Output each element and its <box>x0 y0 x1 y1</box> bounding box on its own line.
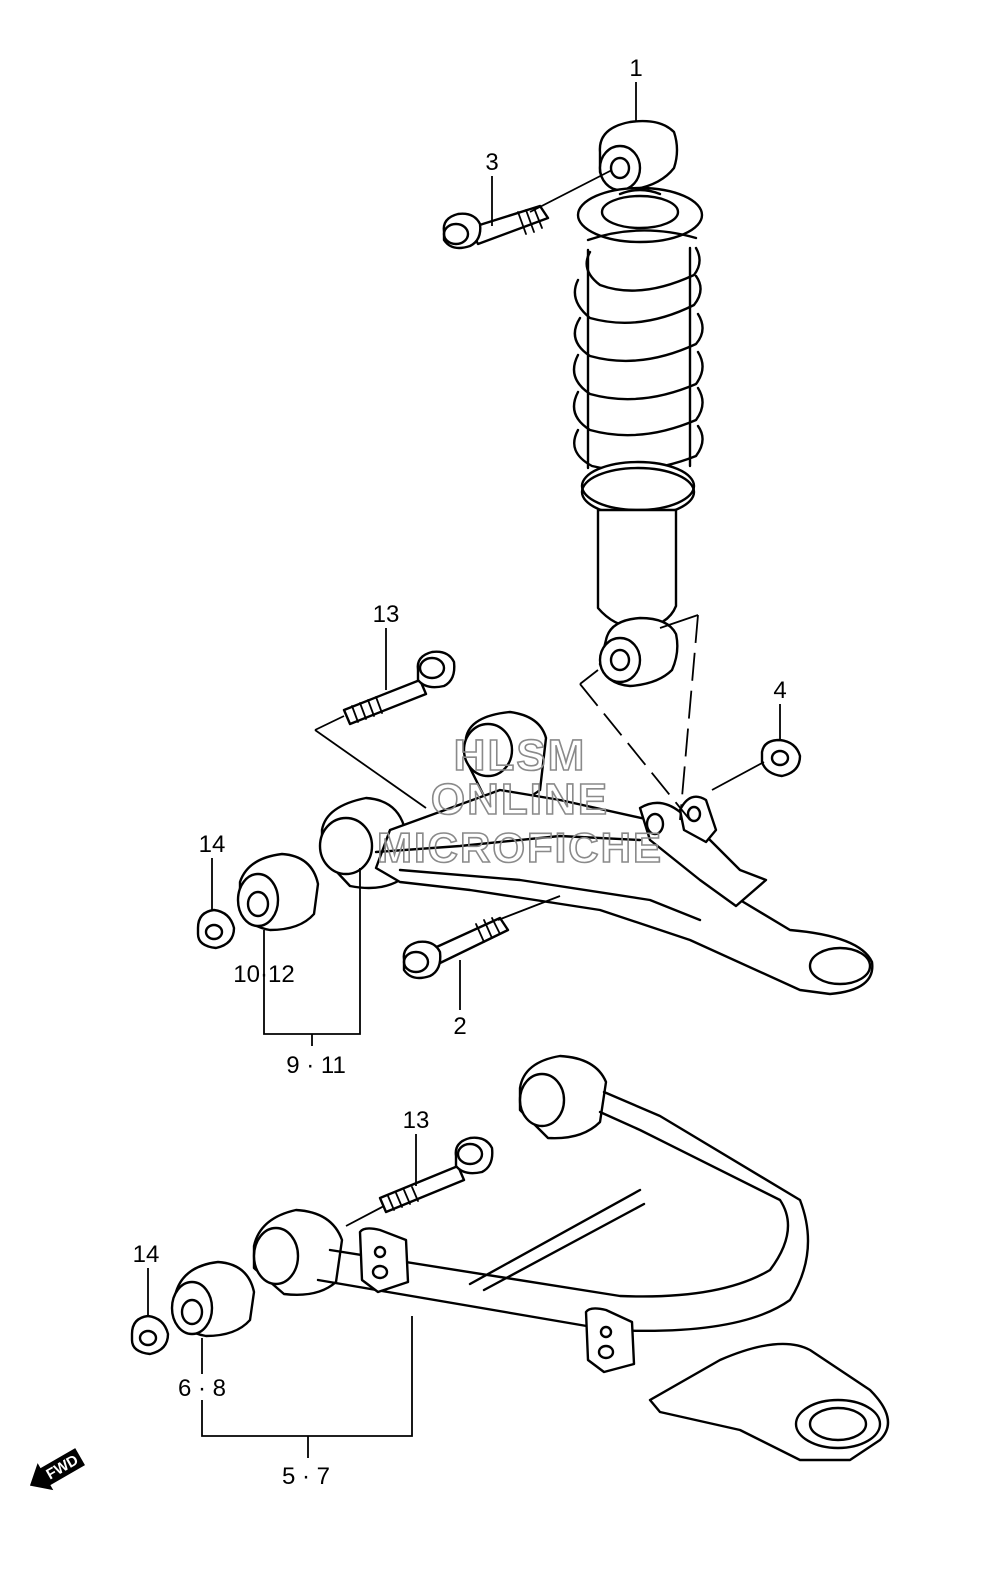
callout-14-lower: 14 <box>133 1241 160 1268</box>
shock-absorber <box>572 119 704 688</box>
callout-4: 4 <box>773 677 786 704</box>
watermark-line-1: HLSM <box>454 731 587 780</box>
callout-14-upper: 14 <box>199 831 226 858</box>
bolt-part-3 <box>442 204 550 250</box>
watermark: HLSM ONLINE MICROFICHE <box>376 730 663 872</box>
callout-1: 1 <box>629 55 642 82</box>
fwd-arrow-icon: FWD <box>29 1448 85 1491</box>
callout-10-12: 10·12 <box>233 961 294 988</box>
bolt-part-2 <box>402 916 510 980</box>
callout-2: 2 <box>453 1013 466 1040</box>
callout-13-lower: 13 <box>403 1107 430 1134</box>
lower-a-arm <box>252 1054 890 1462</box>
nut-part-4 <box>760 738 802 778</box>
bushing-part-10-12 <box>236 852 320 932</box>
nut-part-14-lower <box>130 1314 170 1356</box>
watermark-line-2: ONLINE <box>431 775 609 824</box>
callout-3: 3 <box>485 149 498 176</box>
nut-part-14-upper <box>196 908 236 950</box>
bolt-part-13-upper <box>342 650 456 726</box>
callout-5-7: 5 · 7 <box>282 1463 330 1490</box>
callout-9-11: 9 · 11 <box>286 1052 346 1079</box>
callout-13-upper: 13 <box>373 601 400 628</box>
bushing-part-6-8 <box>170 1260 256 1338</box>
callout-6-8: 6 · 8 <box>178 1375 226 1402</box>
watermark-line-3: MICROFICHE <box>377 824 663 871</box>
bolt-part-13-lower <box>378 1136 494 1214</box>
upper-a-arm <box>318 710 874 996</box>
